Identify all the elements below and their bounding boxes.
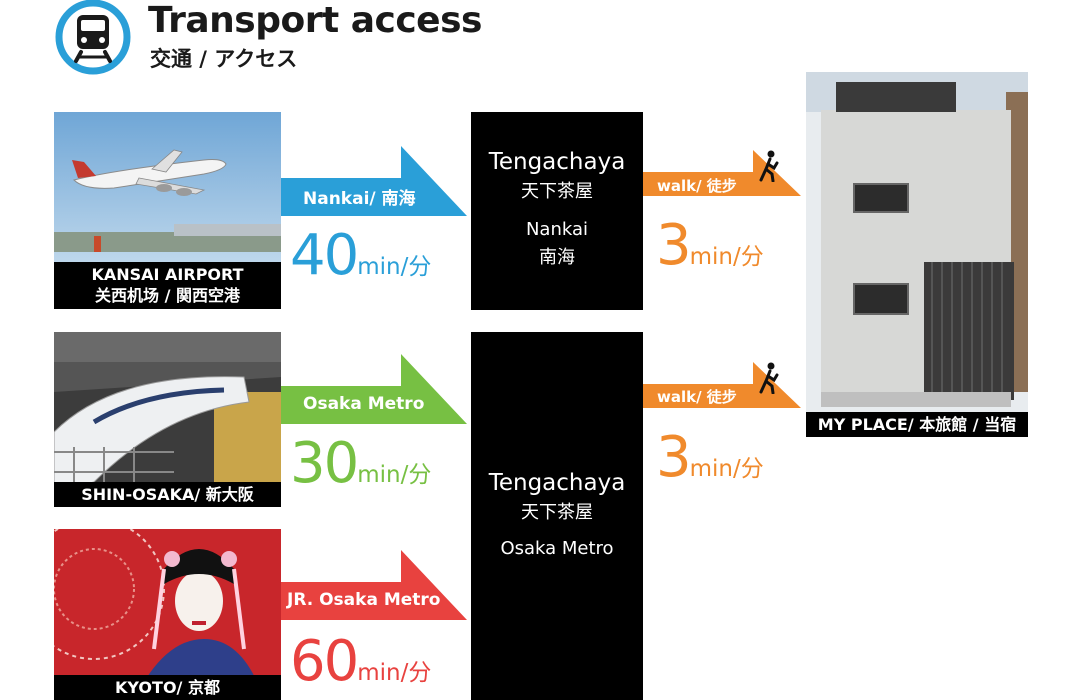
station-name-jp: 天下茶屋 xyxy=(521,502,593,523)
shinkansen-photo: SHIN-OSAKA/ 新大阪 xyxy=(54,332,281,507)
route-arrow-nankai: Nankai/ 南海 xyxy=(281,144,471,220)
house-photo: MY PLACE/ 本旅館 / 当宿 xyxy=(806,72,1028,437)
walk-arrow-1: walk/ 徒步 xyxy=(643,148,803,198)
route-label: Nankai/ 南海 xyxy=(303,189,416,209)
page-subtitle: 交通 / アクセス xyxy=(150,47,298,71)
station-tengachaya-nankai: Tengachaya 天下茶屋 Nankai 南海 xyxy=(471,112,643,310)
route-time-osaka-metro: 30min/分 xyxy=(290,434,431,494)
route-unit: min/分 xyxy=(357,660,432,686)
station-line-jp: 南海 xyxy=(539,247,575,268)
walk-label: walk/ 徒步 xyxy=(657,388,737,406)
station-name: Tengachaya xyxy=(488,470,626,496)
train-icon xyxy=(52,0,134,78)
route-arrow-osaka-metro: Osaka Metro xyxy=(281,352,471,428)
station-line: Nankai xyxy=(525,219,589,240)
route-minutes: 30 xyxy=(290,431,359,496)
route-label: Osaka Metro xyxy=(303,394,425,414)
route-time-jr-osaka-metro: 60min/分 xyxy=(290,632,431,692)
walk-time-2: 3min/分 xyxy=(656,428,764,488)
walk-unit: min/分 xyxy=(689,244,764,270)
walk-minutes: 3 xyxy=(656,425,692,490)
route-minutes: 40 xyxy=(290,223,359,288)
destination-caption: MY PLACE/ 本旅館 / 当宿 xyxy=(806,412,1028,437)
walk-minutes: 3 xyxy=(656,213,692,278)
station-name-jp: 天下茶屋 xyxy=(521,181,593,202)
route-label: JR. Osaka Metro xyxy=(287,590,441,610)
walk-unit: min/分 xyxy=(689,456,764,482)
route-minutes: 60 xyxy=(290,629,359,694)
route-unit: min/分 xyxy=(357,254,432,280)
route-unit: min/分 xyxy=(357,462,432,488)
walking-person-icon xyxy=(757,362,781,398)
page-title: Transport access xyxy=(148,0,482,41)
station-tengachaya-metro: Tengachaya 天下茶屋 Osaka Metro xyxy=(471,332,643,700)
route-time-nankai: 40min/分 xyxy=(290,226,431,286)
airplane-photo: KANSAI AIRPORT 关西机场 / 関西空港 xyxy=(54,112,281,309)
route-arrow-jr-osaka-metro: JR. Osaka Metro xyxy=(281,548,471,624)
walk-label: walk/ 徒步 xyxy=(657,177,737,195)
station-name: Tengachaya xyxy=(488,149,626,175)
station-line: Osaka Metro xyxy=(500,538,614,559)
geisha-photo: KYOTO/ 京都 xyxy=(54,529,281,700)
origin-caption-kansai: KANSAI AIRPORT 关西机场 / 関西空港 xyxy=(54,262,281,309)
origin-caption-kyoto: KYOTO/ 京都 xyxy=(54,675,281,700)
origin-caption-en: KANSAI AIRPORT xyxy=(91,265,244,284)
origin-caption-shin-osaka: SHIN-OSAKA/ 新大阪 xyxy=(54,482,281,507)
walk-arrow-2: walk/ 徒步 xyxy=(643,360,803,410)
walk-time-1: 3min/分 xyxy=(656,216,764,276)
origin-caption-jp: 关西机场 / 関西空港 xyxy=(95,286,240,305)
walking-person-icon xyxy=(757,150,781,186)
